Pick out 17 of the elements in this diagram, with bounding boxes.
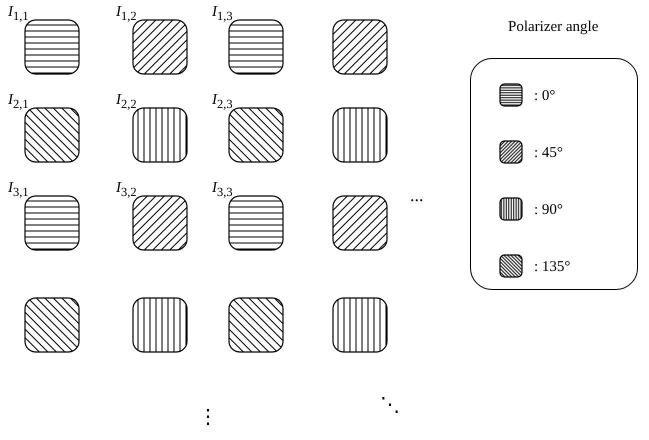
pixel-label: I$_{1,3}$ [212,3,233,25]
pixel-label: I$_{1,2}$ [116,3,137,25]
ellipsis: ⋮ [198,408,218,426]
ellipsis: ... [410,186,424,204]
pixel-label: I$_{3,1}$ [8,179,29,201]
legend-text: : 0° [534,87,556,105]
legend-text: : 135° [534,258,570,276]
legend-title: Polarizer angle [508,18,598,36]
pixel-label: I$_{2,2}$ [116,91,137,113]
pixel-label: I$_{3,3}$ [212,179,233,201]
pixel-label: I$_{1,1}$ [8,3,29,25]
legend-text: : 45° [534,144,563,162]
pixel-label: I$_{3,2}$ [116,179,137,201]
pixel-label: I$_{2,3}$ [212,91,233,113]
legend-text: : 90° [534,201,563,219]
pixel-label: I$_{2,1}$ [8,91,29,113]
ellipsis: ⋱ [380,396,400,414]
